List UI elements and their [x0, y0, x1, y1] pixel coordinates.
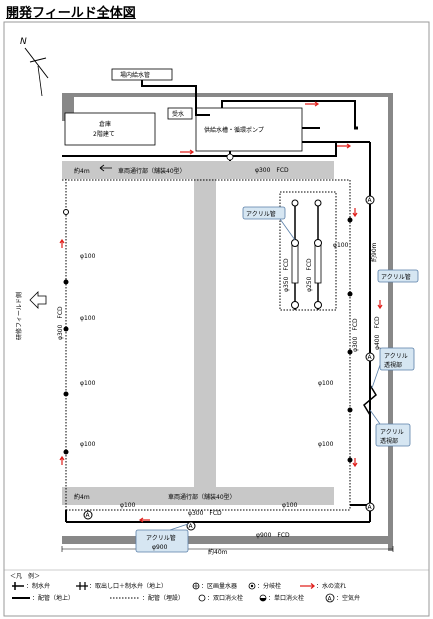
- road-vertical: [194, 179, 216, 487]
- diagram-frame: [3, 21, 430, 617]
- left-100-1: φ100: [80, 253, 96, 260]
- research-field-arrow-icon: [29, 291, 47, 309]
- svg-text:A: A: [328, 596, 333, 603]
- callout-acrylic-top: アクリル管: [242, 206, 296, 241]
- bottom-100-left: φ100: [120, 502, 136, 509]
- pipe-300-right-label: φ300 FCD: [352, 318, 359, 352]
- flow-arrows: [59, 101, 383, 523]
- svg-text:：配管（地上）: ：配管（地上）: [32, 594, 74, 602]
- air-valve-symbol: A: [368, 354, 373, 361]
- legend-hydrant-single-icon: [259, 594, 267, 602]
- hydrant-test-3-icon: [291, 301, 299, 309]
- left-100-2: φ100: [80, 315, 96, 322]
- width-40m-dimension: [61, 546, 394, 552]
- page-title: 開発フィールド全体図: [6, 6, 136, 21]
- legend: ＜凡 例＞ ：制水弁 ：取出し口＋制水弁（地上） ：区画量水器 ：分岐栓 ：水の…: [4, 569, 429, 603]
- svg-text:：双口消火栓: ：双口消火栓: [207, 594, 243, 602]
- callout-acrylic-window-2: アクリル 透視部: [369, 409, 411, 447]
- road-top-arrow-icon: [99, 164, 112, 172]
- north-arrow-icon: N: [20, 37, 49, 97]
- branch-test-1-icon: [291, 199, 299, 207]
- svg-text:：配管（埋設）: ：配管（埋設）: [142, 594, 184, 602]
- branch-test-2-icon: [314, 199, 322, 207]
- legend-header: ＜凡 例＞: [10, 572, 40, 580]
- bottom-100-right: φ100: [282, 502, 298, 509]
- pipe-300-bottom-label: φ300 FCD: [188, 510, 222, 517]
- hydrant-top-icon: [226, 153, 234, 161]
- legend-outlet-icon: [76, 582, 88, 590]
- legend-air-valve-icon: A: [325, 593, 335, 603]
- road-top: [62, 161, 334, 179]
- legend-valve-icon: [12, 582, 24, 590]
- warehouse-sub-label: 2階建て: [93, 130, 115, 138]
- hydrant-test-4-icon: [314, 301, 322, 309]
- svg-text:：取出し口＋制水弁（地上）: ：取出し口＋制水弁（地上）: [89, 582, 167, 590]
- svg-text:アクリル: アクリル: [380, 429, 404, 436]
- callout-acrylic-bottom: アクリル管 φ900: [135, 523, 189, 553]
- pipe-network-top: [62, 80, 356, 161]
- width-40m-label: 約40m: [208, 548, 228, 556]
- pump-house-label: 供給水槽・循環ポンプ: [204, 126, 264, 134]
- svg-text:：制水弁: ：制水弁: [26, 582, 50, 590]
- hydrant-test-1-icon: [291, 239, 299, 247]
- width-4m-top: 約4m: [74, 167, 90, 175]
- svg-text:φ900: φ900: [152, 544, 168, 551]
- right-100-top: φ100: [333, 242, 349, 249]
- left-100-3: φ100: [80, 380, 96, 387]
- acrylic-window-pipe: [363, 384, 377, 416]
- callout-acrylic-right: アクリル管: [377, 269, 419, 283]
- right-100-low: φ100: [318, 441, 334, 448]
- pipe-250-label: φ250 FCD: [306, 258, 313, 292]
- width-4m-bottom: 約4m: [74, 493, 90, 501]
- air-valves: A A A A A: [83, 195, 375, 531]
- air-valve-symbol: A: [368, 504, 373, 511]
- supply-main-label: 場内給水管: [120, 71, 150, 79]
- pipe-900-bottom-label: φ900 FCD: [256, 532, 290, 539]
- road-bottom: [62, 487, 334, 505]
- height-90m-label: 約90m: [370, 242, 378, 262]
- hydrant-test-2-icon: [314, 239, 322, 247]
- callout-acrylic-window-1: アクリル 透視部: [371, 347, 415, 389]
- air-valve-symbol: A: [368, 197, 373, 204]
- road-top-label: 車両通行部（舗装40型）: [118, 167, 186, 175]
- water-receive-box: [167, 107, 193, 120]
- pump-house-box: [195, 107, 303, 152]
- legend-branch-icon: [248, 582, 256, 590]
- water-receive-label: 受水: [172, 110, 184, 118]
- wall-bottom: [62, 536, 393, 544]
- svg-text:：区画量水器: ：区画量水器: [201, 582, 237, 590]
- svg-text:：分岐栓: ：分岐栓: [257, 582, 281, 590]
- wall-top-bar: [62, 93, 392, 97]
- pipe-400-right-label: φ400 FCD: [374, 316, 381, 350]
- legend-flow-meter-icon: [192, 582, 200, 590]
- wall-right: [388, 93, 393, 551]
- legend-water-flow-icon: [300, 583, 316, 589]
- right-100-mid: φ100: [318, 380, 334, 387]
- pipe-300-left-label: φ300 FCD: [57, 306, 64, 340]
- warehouse-box: [64, 112, 156, 146]
- svg-text:透視部: 透視部: [380, 437, 398, 445]
- research-field-label: 研修フィールド側: [15, 292, 23, 340]
- warehouse-label: 倉庫: [99, 120, 111, 128]
- svg-text:アクリル: アクリル: [384, 353, 408, 360]
- road-bottom-label: 車両通行部（舗装40型）: [168, 493, 236, 501]
- air-valve-symbol: A: [86, 512, 91, 519]
- svg-text:アクリル管: アクリル管: [246, 210, 276, 218]
- svg-text:：水の流れ: ：水の流れ: [316, 582, 346, 590]
- svg-text:N: N: [20, 37, 27, 47]
- svg-text:アクリル管: アクリル管: [381, 273, 411, 281]
- right-hydrants: [347, 217, 353, 463]
- legend-hydrant-double-icon: [198, 594, 206, 602]
- left-100-4: φ100: [80, 441, 96, 448]
- svg-text:透視部: 透視部: [384, 361, 402, 369]
- svg-text:アクリル管: アクリル管: [146, 534, 176, 542]
- air-valve-symbol: A: [189, 523, 194, 530]
- pipe-300-top-label: φ300 FCD: [255, 167, 289, 174]
- pipe-350-label: φ350 FCD: [283, 258, 290, 292]
- left-hydrants: [63, 209, 69, 455]
- svg-text:：単口消火栓: ：単口消火栓: [268, 594, 304, 602]
- svg-text:：空気弁: ：空気弁: [336, 594, 360, 602]
